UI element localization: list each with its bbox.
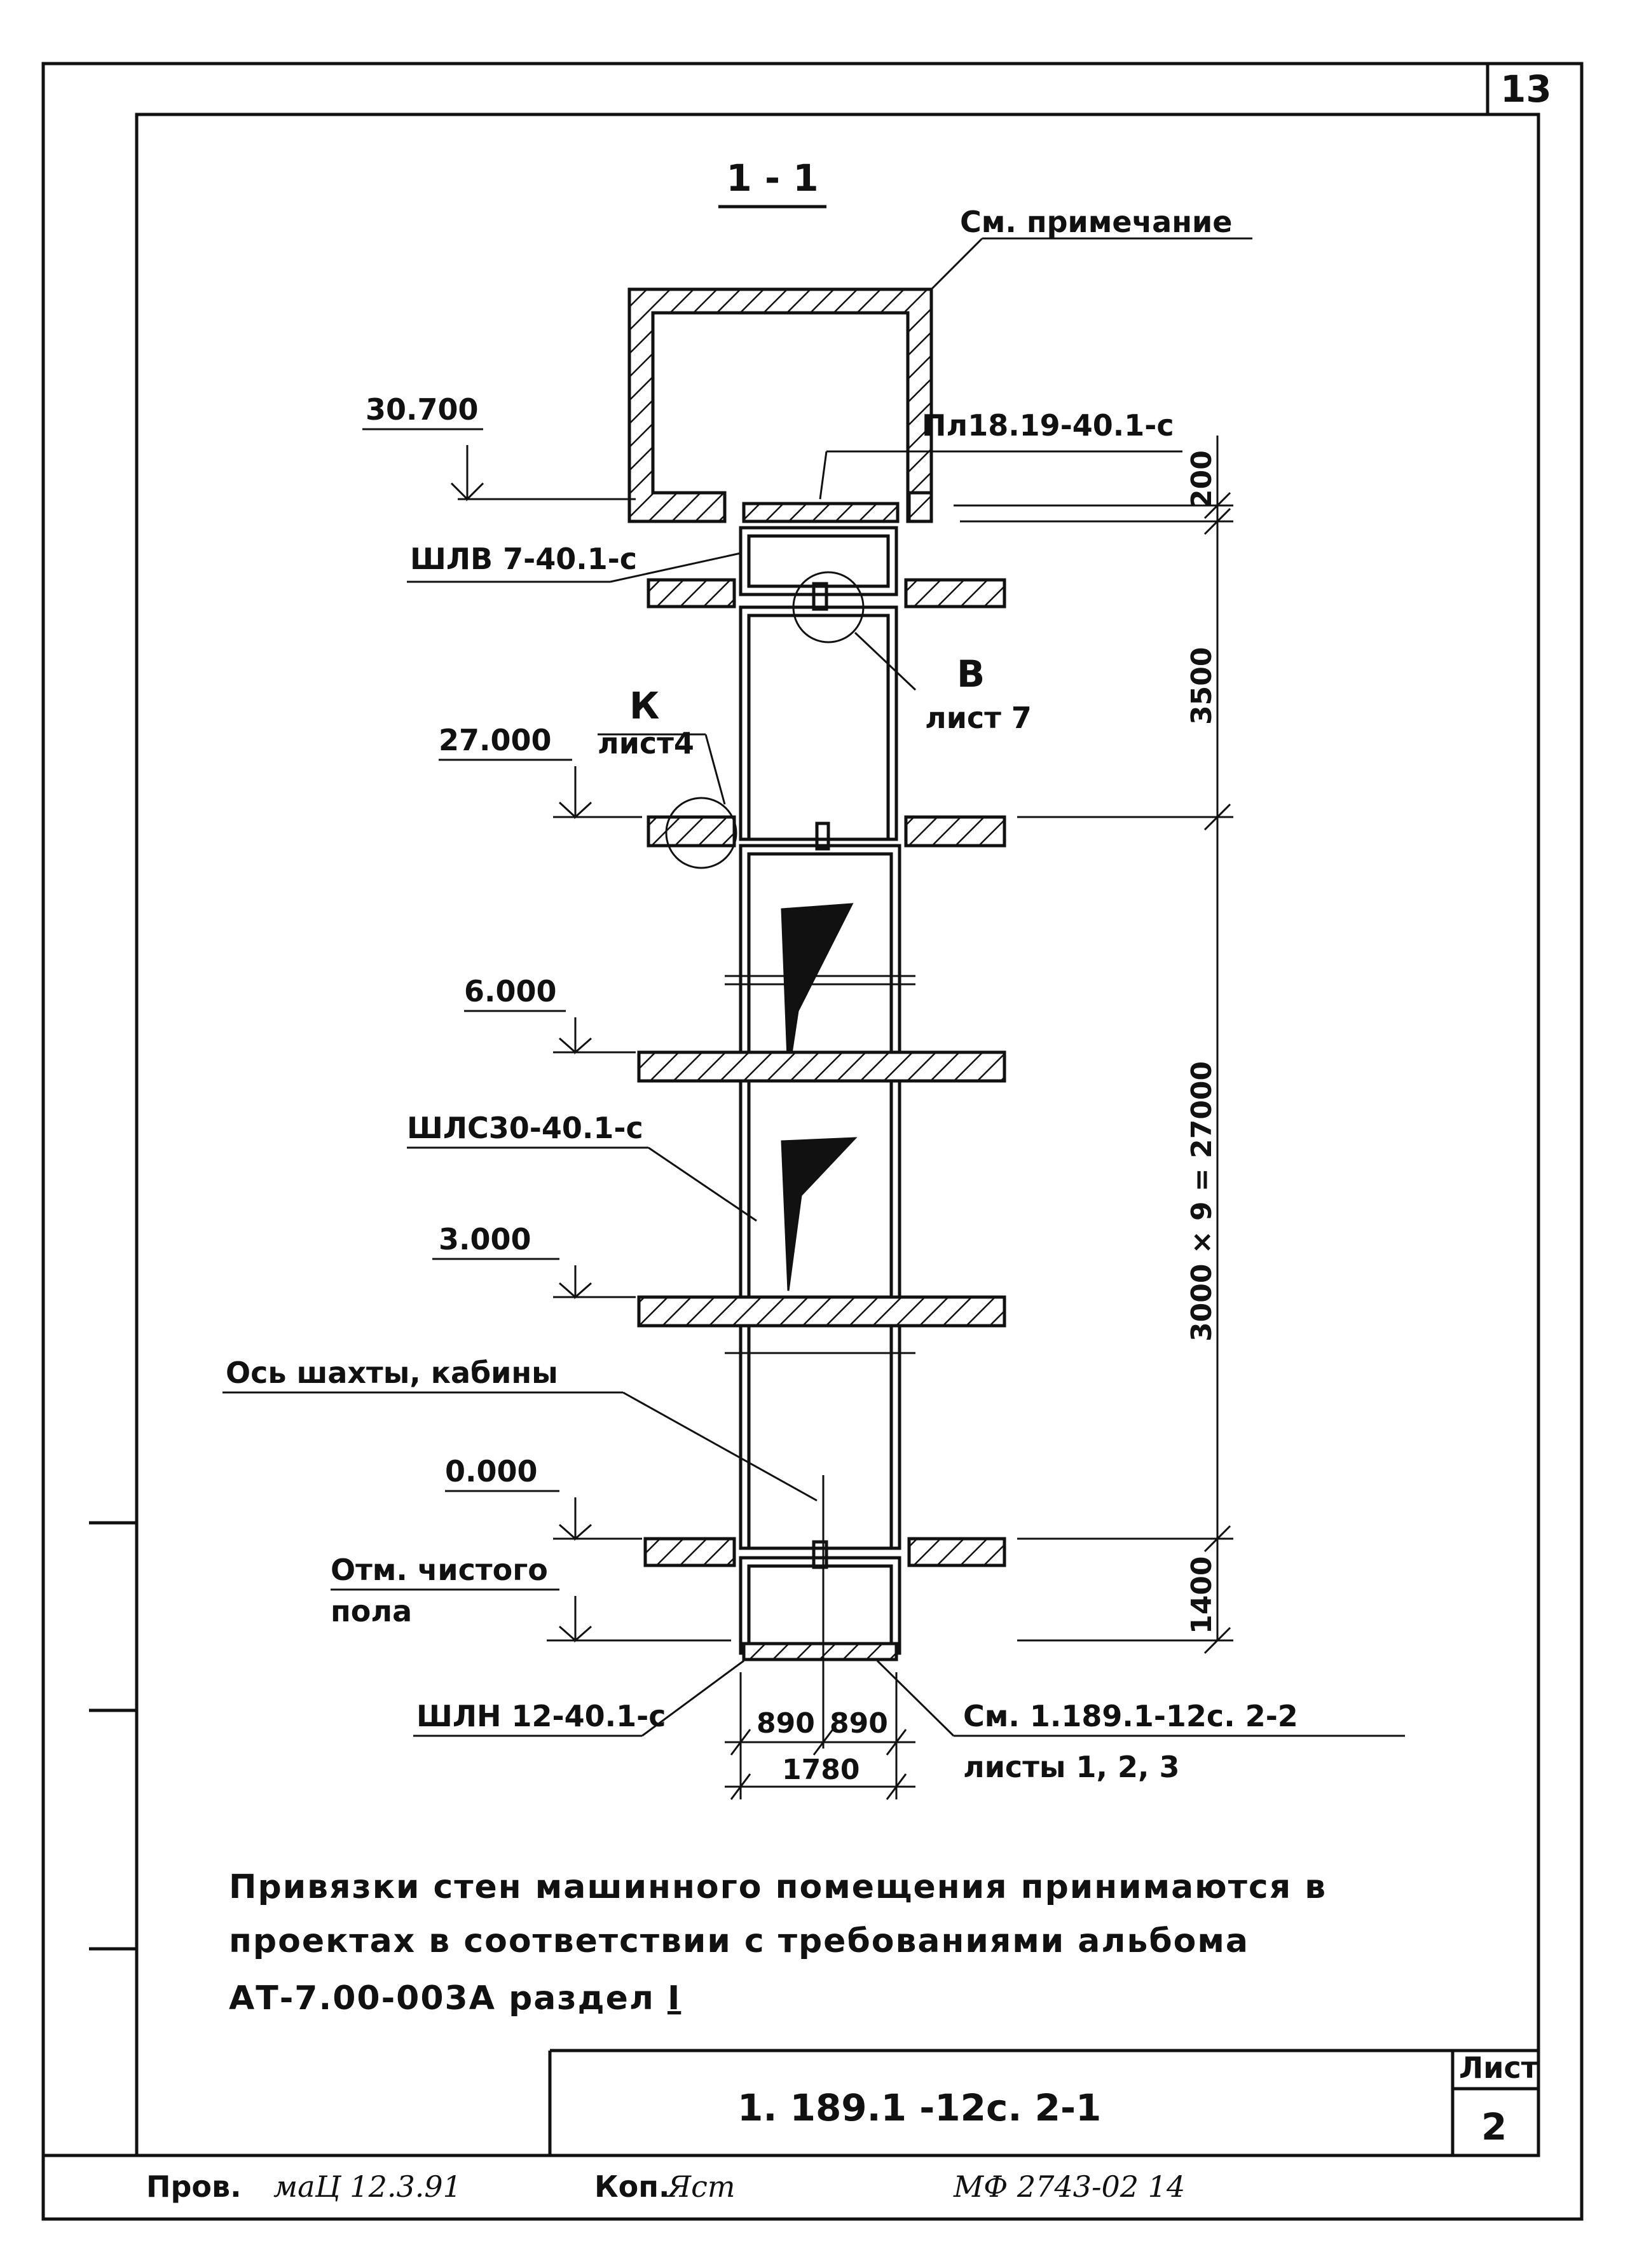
- see-note-label: См. примечание: [960, 205, 1232, 239]
- section-title: 1 - 1: [726, 156, 818, 200]
- checked-label: Пров.: [146, 2169, 242, 2204]
- dim-890-left: 890: [757, 1707, 815, 1740]
- note-line-1: Привязки стен машинного помещения приним…: [229, 1868, 1327, 1906]
- dim-27000: 3000 × 9 = 27000: [1186, 1061, 1218, 1342]
- node-b-label: В: [957, 652, 985, 696]
- dim-1400: 1400: [1186, 1557, 1218, 1634]
- clean-floor-label-2: пола: [331, 1594, 412, 1628]
- elevation-markers: [331, 428, 731, 1643]
- dim-3500: 3500: [1186, 647, 1218, 725]
- dim-890-right: 890: [830, 1707, 888, 1740]
- elevation-0000: 0.000: [445, 1454, 538, 1488]
- horizontal-dimensions: [725, 1672, 915, 1800]
- plate-label: Пл18.19-40.1-с: [922, 408, 1174, 443]
- dim-1780: 1780: [782, 1754, 860, 1786]
- elevation-3000: 3.000: [439, 1222, 531, 1256]
- note-line-3-text: АТ-7.00-003А раздел: [229, 1979, 655, 2017]
- shaft: [725, 526, 915, 1698]
- elevation-6000: 6.000: [464, 974, 557, 1008]
- shln-label: ШЛН 12-40.1-с: [416, 1699, 666, 1733]
- sheet-label: Лист: [1459, 2051, 1538, 2085]
- node-k-sheet: лист4: [598, 726, 694, 760]
- copy-signature: Яст: [666, 2169, 736, 2204]
- sheet-frame: [41, 62, 1584, 2221]
- leader-lines: [223, 237, 1405, 1737]
- copy-label: Коп.: [594, 2169, 669, 2204]
- shlv-label: ШЛВ 7-40.1-с: [410, 542, 637, 576]
- elevation-30700: 30.700: [366, 392, 479, 427]
- note-line-3: АТ-7.00-003А раздел I: [229, 1979, 681, 2017]
- machine-room: [627, 287, 933, 523]
- checked-signature: маЦ 12.3.91: [273, 2169, 462, 2204]
- title-block: [548, 2049, 1538, 2155]
- ref-label-1: См. 1.189.1-12с. 2-2: [963, 1699, 1298, 1733]
- dim-200: 200: [1186, 450, 1218, 509]
- sheet-number: 2: [1481, 2105, 1507, 2148]
- elevation-27000: 27.000: [439, 723, 552, 757]
- clean-floor-label-1: Отм. чистого: [331, 1553, 548, 1587]
- floor-slabs: [637, 578, 1006, 1567]
- note-section-roman: I: [668, 1979, 681, 2017]
- ref-label-2: листы 1, 2, 3: [963, 1750, 1179, 1784]
- shls-label: ШЛС30-40.1-с: [407, 1111, 643, 1145]
- archive-number: МФ 2743-02 14: [953, 2169, 1185, 2204]
- vertical-dimensions: [954, 436, 1233, 1654]
- axis-label: Ось шахты, кабины: [226, 1356, 558, 1390]
- node-k-label: К: [629, 684, 659, 727]
- sheet-corner-number: 13: [1500, 67, 1552, 111]
- note-line-2: проектах в соответствии с требованиями а…: [229, 1922, 1249, 1960]
- drawing-code: 1. 189.1 -12с. 2-1: [737, 2086, 1101, 2129]
- node-b-sheet: лист 7: [925, 701, 1032, 735]
